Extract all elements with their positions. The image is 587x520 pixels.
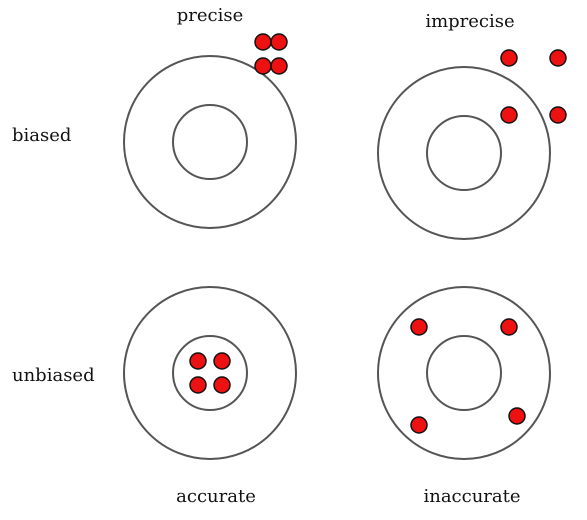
shot-marker (410, 318, 428, 336)
shot-marker (410, 416, 428, 434)
shot-marker (508, 407, 526, 425)
outer-ring (123, 286, 297, 460)
shot-marker (270, 33, 288, 51)
shot-marker (549, 106, 567, 124)
shot-marker (549, 49, 567, 67)
shot-marker (500, 318, 518, 336)
outer-ring (377, 66, 551, 240)
target-imprecise-unbiased (377, 286, 551, 460)
label-precise: precise (177, 5, 244, 26)
shot-marker (213, 352, 231, 370)
outer-ring (377, 286, 551, 460)
outer-ring (123, 55, 297, 229)
target-precise-unbiased (123, 286, 297, 460)
shot-marker (500, 49, 518, 67)
shot-marker (213, 376, 231, 394)
inner-ring (172, 335, 248, 411)
shot-marker (189, 376, 207, 394)
inner-ring (426, 115, 502, 191)
shot-marker (270, 57, 288, 75)
target-precise-biased (123, 33, 297, 229)
inner-ring (426, 335, 502, 411)
label-inaccurate: inaccurate (423, 486, 520, 507)
target-imprecise-biased (377, 49, 567, 240)
shot-marker (500, 106, 518, 124)
inner-ring (172, 104, 248, 180)
label-biased: biased (12, 125, 71, 146)
shot-marker (254, 57, 272, 75)
shot-marker (189, 352, 207, 370)
label-imprecise: imprecise (425, 11, 514, 32)
shot-marker (254, 33, 272, 51)
label-unbiased: unbiased (12, 365, 95, 386)
label-accurate: accurate (176, 486, 256, 507)
